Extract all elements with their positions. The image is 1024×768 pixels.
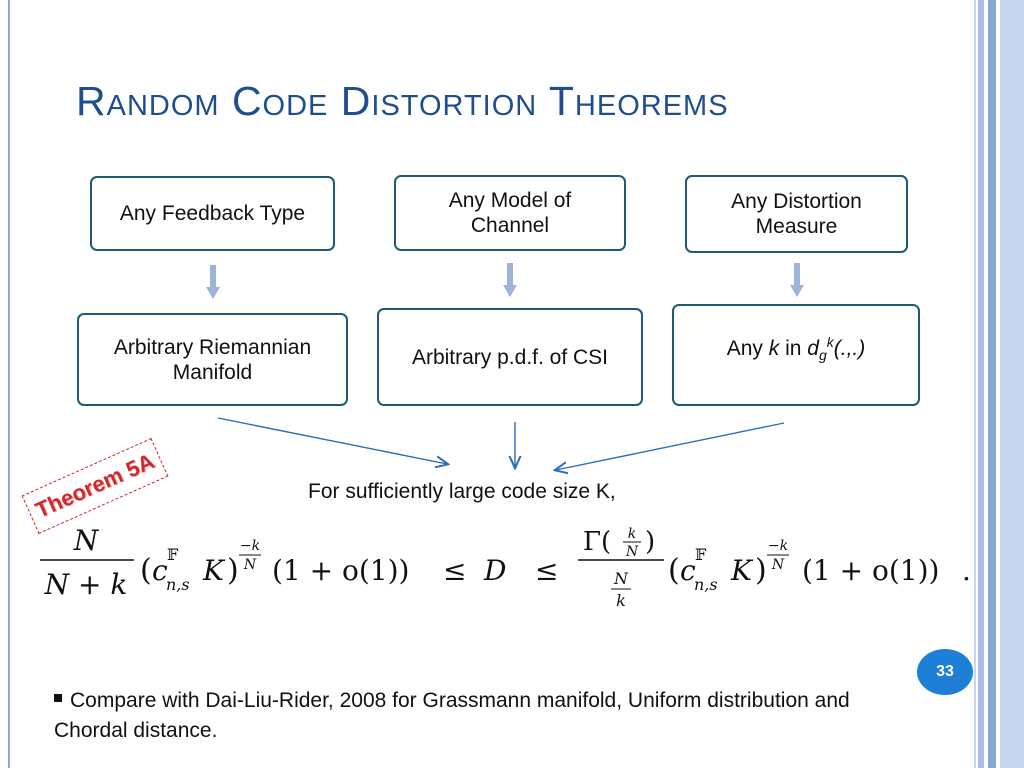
box-label: Any Feedback Type [119,202,306,225]
leq-symbol: ≤ [535,554,558,587]
arrow-left-to-center [217,417,447,464]
c-subscript: n,s [166,575,190,594]
exponent-denominator: N [243,557,257,573]
distortion-args: (.,.) [833,336,866,360]
D-symbol: D [483,554,506,587]
box-label: Any k in dgk(.,.) [727,330,866,368]
K-symbol: K [202,554,226,587]
c-symbol: c [680,554,696,587]
c-superscript: 𝔽 [167,545,179,564]
exponent-denominator: N [771,557,785,573]
arrow-right-to-center [556,422,785,470]
c-subscript: n,s [694,575,718,594]
rhs-den-numerator: N [613,569,629,588]
formula-period: . [962,554,971,587]
lhs-denominator: N + k [44,568,128,601]
rhs-den-denominator: k [616,591,626,610]
down-arrow-icon [206,265,220,299]
box-label: Any Model of Channel [448,189,572,237]
down-arrow-icon [790,263,804,297]
box-label: Arbitrary p.d.f. of CSI [411,345,609,369]
down-arrow-icon [503,263,517,297]
variable-k: k [768,336,780,360]
svg-text:): ) [227,553,239,588]
exponent-numerator: −k [768,538,788,554]
c-superscript: 𝔽 [695,545,707,564]
gamma-denominator: N [625,544,639,560]
distortion-bound-formula: N N + k ( c 𝔽 n,s K ) −k N (1 + o(1)) ≤ … [40,524,971,610]
box-any-feedback-type: Any Feedback Type [90,176,335,251]
box-label: Any Distortion Measure [731,190,862,238]
variable-d: d [807,336,819,360]
svg-text:(: ( [668,553,680,588]
bullet-icon [54,694,62,703]
slide-right-border [974,0,1024,768]
K-symbol: K [730,554,754,587]
note-text: Compare with Dai-Liu-Rider, 2008 for Gra… [54,689,850,742]
box-any-model-of-channel: Any Model of Channel [394,175,626,251]
svg-text:(: ( [140,553,152,588]
box-arbitrary-riemannian-manifold: Arbitrary Riemannian Manifold [77,313,348,406]
rhs-factor: (1 + o(1)) [802,554,939,587]
slide-title: Random Code Distortion Theorems [76,78,729,124]
c-symbol: c [152,554,168,587]
lhs-factor: (1 + o(1)) [272,554,409,587]
label-prefix: Any [726,336,769,360]
box-arbitrary-pdf-of-csi: Arbitrary p.d.f. of CSI [377,308,643,406]
box-any-distortion-measure: Any Distortion Measure [685,175,908,253]
slide-left-border [8,0,10,768]
box-label: Arbitrary Riemannian Manifold [113,335,312,384]
subscript-g: g [818,347,827,364]
page-number-badge: 33 [917,649,973,695]
label-mid: in [779,336,808,360]
exponent-numerator: −k [240,538,260,554]
gamma-close: ) [645,527,655,557]
condition-text: For sufficiently large code size K, [308,480,616,503]
leq-symbol: ≤ [443,554,466,587]
svg-text:): ) [755,553,767,588]
box-any-k-in-distortion: Any k in dgk(.,.) [672,304,920,406]
lhs-numerator: N [73,524,100,557]
note-bullet: Compare with Dai-Liu-Rider, 2008 for Gra… [54,686,914,746]
gamma-function: Γ( [583,527,611,557]
gamma-numerator: k [628,526,636,542]
superscript-k: k [826,333,834,350]
